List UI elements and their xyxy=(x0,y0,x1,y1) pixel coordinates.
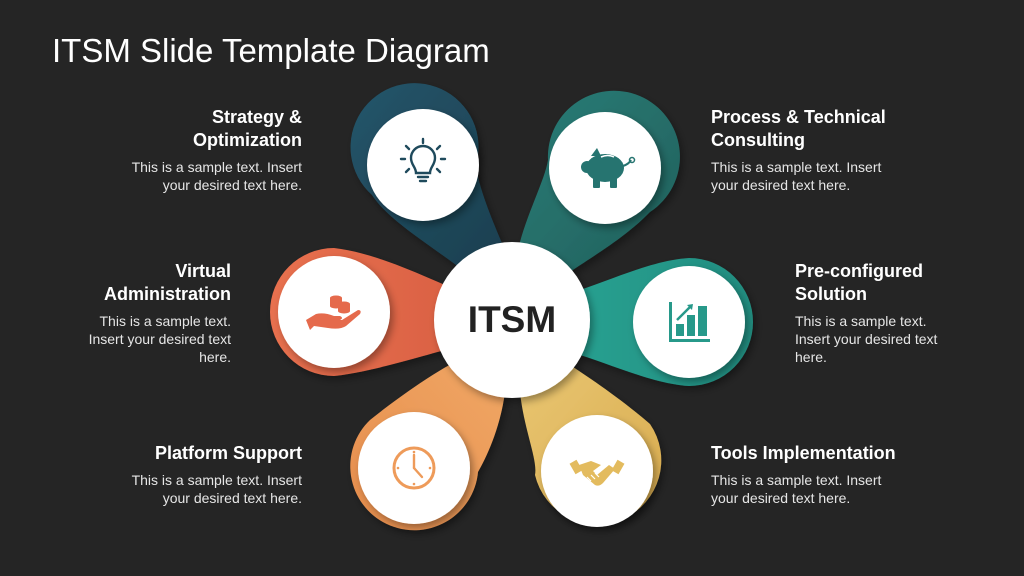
heading-line: Platform Support xyxy=(155,443,302,463)
body-line: This is a sample text. Insert xyxy=(711,159,882,175)
body-line: This is a sample text. Insert xyxy=(131,472,302,488)
heading-strategy: Strategy & Optimization xyxy=(82,106,302,152)
label-strategy: Strategy & Optimization This is a sample… xyxy=(82,106,302,194)
heading-line: Consulting xyxy=(711,130,805,150)
body-preconfigured: This is a sample text. Insert your desir… xyxy=(795,312,995,366)
heading-line: Strategy & xyxy=(211,107,302,127)
circle-tools xyxy=(541,415,653,527)
heading-platform: Platform Support xyxy=(82,442,302,465)
body-line: Insert your desired text xyxy=(88,331,231,347)
heading-line: Administration xyxy=(103,284,231,304)
body-line: your desired text here. xyxy=(711,177,851,193)
body-line: your desired text here. xyxy=(711,490,851,506)
body-line: This is a sample text. xyxy=(795,313,927,329)
body-line: This is a sample text. Insert xyxy=(711,472,882,488)
body-process: This is a sample text. Insert your desir… xyxy=(711,158,951,194)
label-virtual: Virtual Administration This is a sample … xyxy=(31,260,231,366)
body-line: your desired text here. xyxy=(162,490,302,506)
bar-chart-growth-icon xyxy=(669,302,710,342)
heading-virtual: Virtual Administration xyxy=(31,260,231,306)
body-virtual: This is a sample text. Insert your desir… xyxy=(31,312,231,366)
lightbulb-icon xyxy=(399,137,447,183)
heading-process: Process & Technical Consulting xyxy=(711,106,951,152)
body-line: Insert your desired text xyxy=(795,331,938,347)
body-line: here. xyxy=(795,349,827,365)
body-line: This is a sample text. xyxy=(99,313,232,329)
label-process: Process & Technical Consulting This is a… xyxy=(711,106,951,194)
circle-strategy xyxy=(367,109,479,221)
circle-virtual xyxy=(278,256,390,368)
heading-line: Virtual xyxy=(175,261,231,281)
hand-coins-icon xyxy=(306,295,361,330)
piggy-bank-icon xyxy=(581,148,636,188)
body-strategy: This is a sample text. Insert your desir… xyxy=(82,158,302,194)
body-tools: This is a sample text. Insert your desir… xyxy=(711,471,951,507)
center-circle[interactable] xyxy=(434,242,590,398)
heading-line: Tools Implementation xyxy=(711,443,896,463)
body-line: here. xyxy=(199,349,231,365)
body-platform: This is a sample text. Insert your desir… xyxy=(82,471,302,507)
clock-icon xyxy=(392,446,436,490)
slide-title: ITSM Slide Template Diagram xyxy=(52,32,490,69)
heading-tools: Tools Implementation xyxy=(711,442,951,465)
label-tools: Tools Implementation This is a sample te… xyxy=(711,442,951,507)
heading-line: Solution xyxy=(795,284,867,304)
body-line: your desired text here. xyxy=(162,177,302,193)
heading-line: Pre-configured xyxy=(795,261,924,281)
heading-line: Optimization xyxy=(193,130,302,150)
label-preconfigured: Pre-configured Solution This is a sample… xyxy=(795,260,995,366)
handshake-icon xyxy=(569,459,625,486)
heading-line: Process & Technical xyxy=(711,107,886,127)
heading-preconfigured: Pre-configured Solution xyxy=(795,260,995,306)
center-label: ITSM xyxy=(467,299,557,340)
label-platform: Platform Support This is a sample text. … xyxy=(82,442,302,507)
body-line: This is a sample text. Insert xyxy=(131,159,302,175)
